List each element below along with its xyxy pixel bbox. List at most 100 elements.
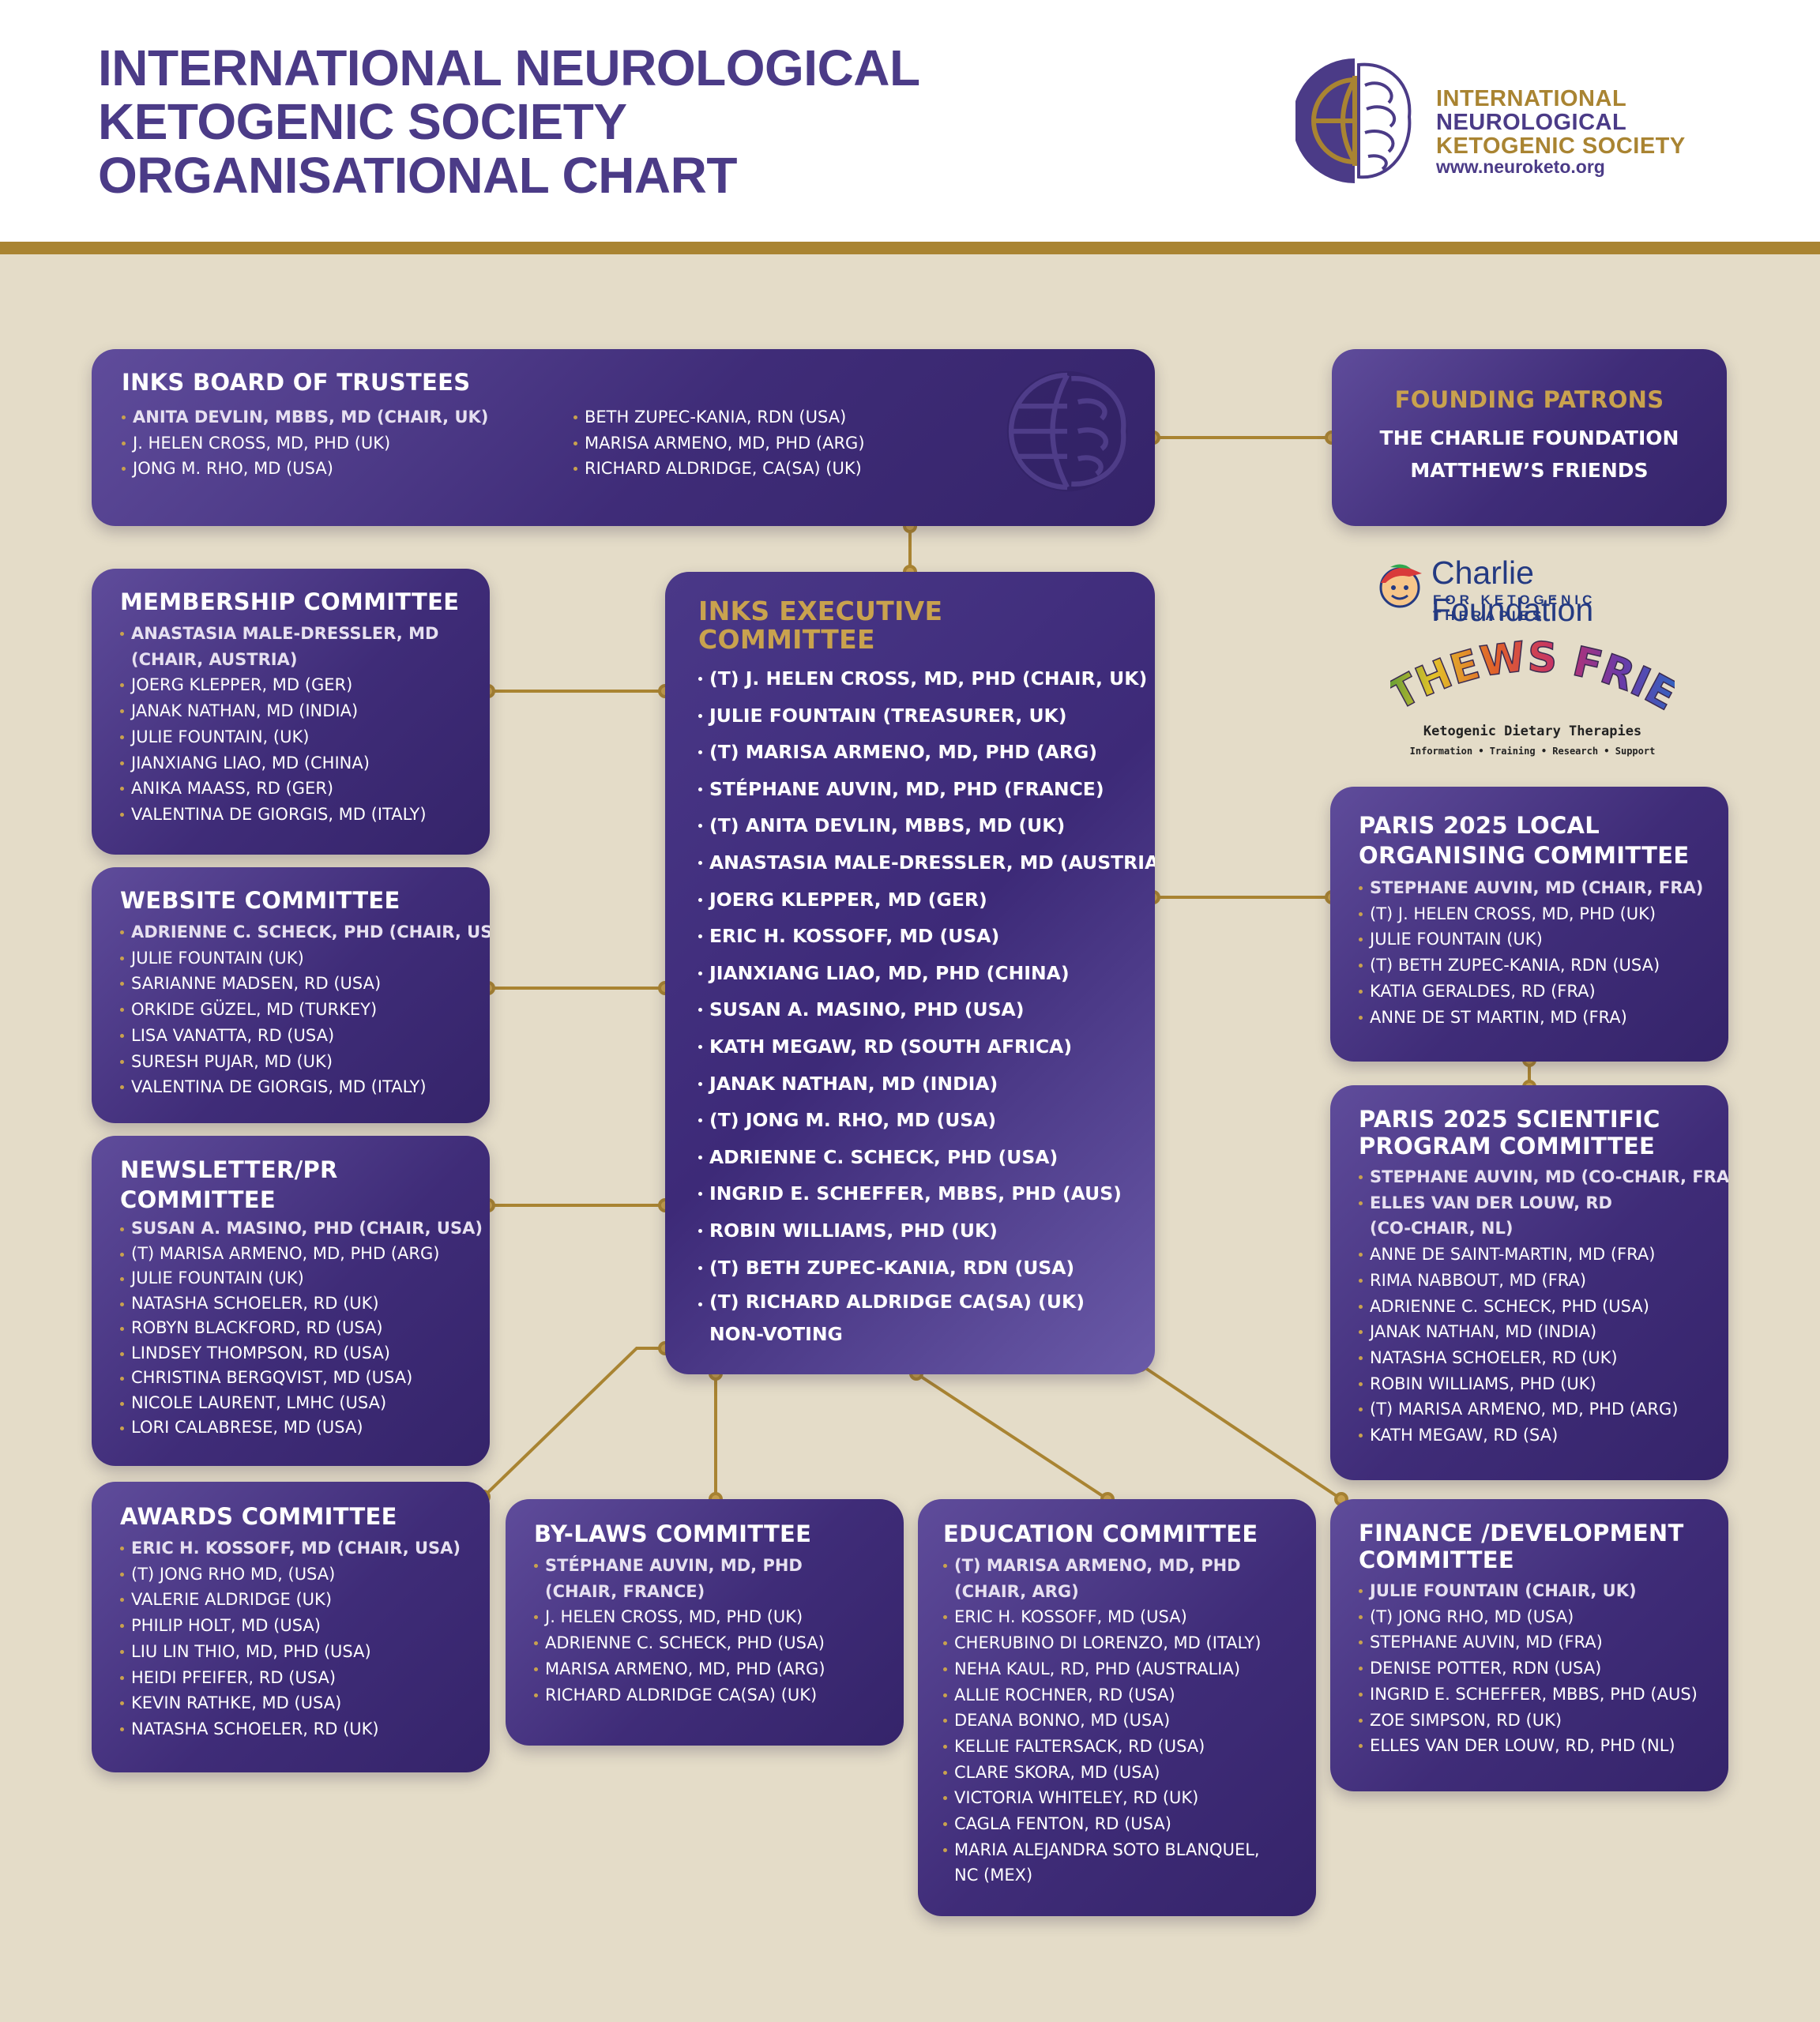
list-item: ADRIENNE C. SCHECK, PHD (USA)	[1359, 1294, 1700, 1320]
list-item: JULIE FOUNTAIN (CHAIR, UK)	[1359, 1578, 1700, 1604]
charlie-foundation-name: Charlie Foundation	[1431, 554, 1594, 628]
patron-charlie-foundation: THE CHARLIE FOUNDATION	[1379, 427, 1679, 449]
membership-title: MEMBERSHIP COMMITTEE	[120, 588, 460, 615]
list-item: ROBIN WILLIAMS, PHD (UK)	[698, 1212, 1122, 1250]
list-item: (T) MARISA ARMENO, MD, PHD (ARG)	[698, 734, 1122, 771]
list-item: STÉPHANE AUVIN, MD, PHD (CHAIR, FRANCE)	[534, 1553, 875, 1604]
page-title: INTERNATIONAL NEUROLOGICAL KETOGENIC SOC…	[98, 41, 920, 202]
logo-wordmark: INTERNATIONAL NEUROLOGICAL KETOGENIC SOC…	[1436, 87, 1686, 158]
finance-member-list: JULIE FOUNTAIN (CHAIR, UK) (T) JONG RHO,…	[1359, 1578, 1700, 1759]
executive-committee-card: INKS EXECUTIVE COMMITTEE (T) J. HELEN CR…	[665, 572, 1155, 1374]
logo-line-2: NEUROLOGICAL	[1436, 110, 1627, 135]
list-item: ERIC H. KOSSOFF, MD (USA)	[698, 918, 1122, 955]
awards-member-list: ERIC H. KOSSOFF, MD (CHAIR, USA) (T) JON…	[120, 1535, 461, 1742]
list-item: SUSAN A. MASINO, PHD (CHAIR, USA)	[120, 1216, 483, 1242]
list-item: ERIC H. KOSSOFF, MD (CHAIR, USA)	[120, 1535, 461, 1562]
membership-member-list: ANASTASIA MALE-DRESSLER, MD (CHAIR, AUST…	[120, 621, 461, 828]
list-item: (T) BETH ZUPEC-KANIA, RDN (USA)	[698, 1250, 1122, 1287]
list-item: JULIE FOUNTAIN, (UK)	[120, 724, 461, 750]
list-item: ANNE DE SAINT-MARTIN, MD (FRA)	[1359, 1242, 1700, 1268]
logo-url-link[interactable]: www.neuroketo.org	[1436, 156, 1605, 177]
list-item: ADRIENNE C. SCHECK, PHD (USA)	[698, 1139, 1122, 1176]
list-item: NATASHA SCHOELER, RD (UK)	[120, 1716, 461, 1742]
list-item: (T) RICHARD ALDRIDGE CA(SA) (UK) NON-VOT…	[698, 1286, 1122, 1351]
education-committee-card: EDUCATION COMMITTEE (T) MARISA ARMENO, M…	[918, 1499, 1316, 1916]
charlie-foundation-tagline: FOR KETOGENIC THERAPIES	[1433, 592, 1596, 623]
paris-scientific-title: PARIS 2025 SCIENTIFIC PROGRAM COMMITTEE	[1359, 1106, 1660, 1159]
list-item: CHERUBINO DI LORENZO, MD (ITALY)	[943, 1630, 1291, 1656]
list-item: ANITA DEVLIN, MBBS, MD (CHAIR, UK)	[122, 404, 573, 430]
list-item: JOERG KLEPPER, MD (GER)	[698, 881, 1122, 919]
list-item: JULIE FOUNTAIN (UK)	[1359, 926, 1700, 953]
list-item: ADRIENNE C. SCHECK, PHD (CHAIR, USA)	[120, 919, 490, 945]
list-item: RICHARD ALDRIDGE CA(SA) (UK)	[534, 1682, 875, 1708]
header	[0, 0, 1820, 242]
matthews-friends-subline: Information • Training • Research • Supp…	[1409, 746, 1656, 757]
list-item: JULIE FOUNTAIN (TREASURER, UK)	[698, 697, 1122, 735]
list-item: INGRID E. SCHEFFER, MBBS, PHD (AUS)	[698, 1175, 1122, 1212]
list-item: JANAK NATHAN, MD (INDIA)	[698, 1065, 1122, 1103]
list-item: J. HELEN CROSS, MD, PHD (UK)	[122, 430, 573, 457]
board-of-trustees-card: INKS BOARD OF TRUSTEES ANITA DEVLIN, MBB…	[92, 349, 1155, 526]
list-item: ALLIE ROCHNER, RD (USA)	[943, 1682, 1291, 1708]
membership-committee-card: MEMBERSHIP COMMITTEE ANASTASIA MALE-DRES…	[92, 569, 490, 855]
list-item: VALENTINA DE GIORGIS, MD (ITALY)	[120, 1074, 461, 1100]
awards-title: AWARDS COMMITTEE	[120, 1503, 397, 1530]
list-item: JOERG KLEPPER, MD (GER)	[120, 672, 461, 698]
list-item: JIANXIANG LIAO, MD, PHD (CHINA)	[698, 955, 1122, 992]
list-item: CAGLA FENTON, RD (USA)	[943, 1811, 1291, 1837]
bylaws-committee-card: BY-LAWS COMMITTEE STÉPHANE AUVIN, MD, PH…	[506, 1499, 904, 1746]
awards-committee-card: AWARDS COMMITTEE ERIC H. KOSSOFF, MD (CH…	[92, 1482, 490, 1772]
list-item: VALERIE ALDRIDGE (UK)	[120, 1587, 461, 1613]
patrons-title: FOUNDING PATRONS	[1394, 386, 1664, 413]
list-item: PHILIP HOLT, MD (USA)	[120, 1613, 461, 1639]
svg-text:MATTHEWS FRIENDS: MATTHEWS FRIENDS	[1390, 632, 1675, 719]
list-item: LINDSEY THOMPSON, RD (USA)	[120, 1341, 461, 1366]
list-item: CLARE SKORA, MD (USA)	[943, 1760, 1291, 1786]
list-item: INGRID E. SCHEFFER, MBBS, PHD (AUS)	[1359, 1682, 1700, 1708]
gold-divider	[0, 242, 1820, 254]
list-item: JULIE FOUNTAIN (UK)	[120, 945, 461, 972]
list-item: SUSAN A. MASINO, PHD (USA)	[698, 991, 1122, 1028]
list-item: MARISA ARMENO, MD, PHD (ARG)	[573, 430, 865, 457]
title-line-3: ORGANISATIONAL CHART	[98, 147, 737, 204]
list-item: JONG M. RHO, MD (USA)	[122, 456, 573, 482]
list-item: LIU LIN THIO, MD, PHD (USA)	[120, 1639, 461, 1665]
list-item: KATH MEGAW, RD (SOUTH AFRICA)	[698, 1028, 1122, 1065]
paris-local-member-list: STEPHANE AUVIN, MD (CHAIR, FRA) (T) J. H…	[1359, 875, 1703, 1030]
list-item: JULIE FOUNTAIN (UK)	[120, 1266, 461, 1291]
list-item: ANASTASIA MALE-DRESSLER, MD (CHAIR, AUST…	[120, 621, 461, 672]
matthews-friends-wordmark-text: MATTHEWS FRIENDS	[1390, 632, 1675, 719]
bylaws-member-list: STÉPHANE AUVIN, MD, PHD (CHAIR, FRANCE) …	[534, 1553, 875, 1708]
matthews-friends-tagline: Ketogenic Dietary Therapies	[1423, 723, 1642, 739]
list-item: (T) MARISA ARMENO, MD, PHD (CHAIR, ARG)	[943, 1553, 1291, 1604]
charlie-foundation-logo: Charlie Foundation FOR KETOGENIC THERAPI…	[1374, 553, 1690, 628]
list-item: ELLES VAN DER LOUW, RD (CO-CHAIR, NL)	[1359, 1190, 1700, 1242]
list-item: HEIDI PFEIFER, RD (USA)	[120, 1665, 461, 1691]
paris-scientific-member-list: STEPHANE AUVIN, MD (CO-CHAIR, FRA) ELLES…	[1359, 1164, 1728, 1449]
list-item: CHRISTINA BERGQVIST, MD (USA)	[120, 1366, 461, 1391]
list-item: (T) JONG RHO, MD (USA)	[1359, 1604, 1700, 1630]
education-title: EDUCATION COMMITTEE	[943, 1520, 1258, 1547]
board-title: INKS BOARD OF TRUSTEES	[122, 369, 471, 396]
finance-title: FINANCE /DEVELOPMENT COMMITTEE	[1359, 1520, 1684, 1573]
patron-matthews-friends: MATTHEW’S FRIENDS	[1410, 459, 1649, 482]
list-item: (T) J. HELEN CROSS, MD, PHD (CHAIR, UK)	[698, 660, 1147, 697]
list-item: VALENTINA DE GIORGIS, MD (ITALY)	[120, 802, 461, 828]
list-item: ZOE SIMPSON, RD (UK)	[1359, 1708, 1700, 1734]
list-item: NATASHA SCHOELER, RD (UK)	[1359, 1345, 1700, 1371]
inks-globe-brain-logo-icon	[1295, 58, 1412, 183]
newsletter-member-list: SUSAN A. MASINO, PHD (CHAIR, USA) (T) MA…	[120, 1216, 483, 1441]
list-item: ELLES VAN DER LOUW, RD, PHD (NL)	[1359, 1733, 1700, 1759]
list-item: NICOLE LAURENT, LMHC (USA)	[120, 1391, 461, 1416]
list-item: JIANXIANG LIAO, MD (CHINA)	[120, 750, 461, 776]
list-item: KATIA GERALDES, RD (FRA)	[1359, 979, 1700, 1005]
list-item: J. HELEN CROSS, MD, PHD (UK)	[534, 1604, 875, 1630]
board-left-list: ANITA DEVLIN, MBBS, MD (CHAIR, UK) J. HE…	[122, 404, 573, 482]
newsletter-committee-card: NEWSLETTER/PR COMMITTEE SUSAN A. MASINO,…	[92, 1136, 490, 1466]
list-item: SURESH PUJAR, MD (UK)	[120, 1049, 461, 1075]
list-item: JANAK NATHAN, MD (INDIA)	[1359, 1319, 1700, 1345]
list-item: ANIKA MAASS, RD (GER)	[120, 776, 461, 802]
list-item: (T) JONG RHO MD, (USA)	[120, 1562, 461, 1588]
list-item: (T) BETH ZUPEC-KANIA, RDN (USA)	[1359, 953, 1700, 979]
